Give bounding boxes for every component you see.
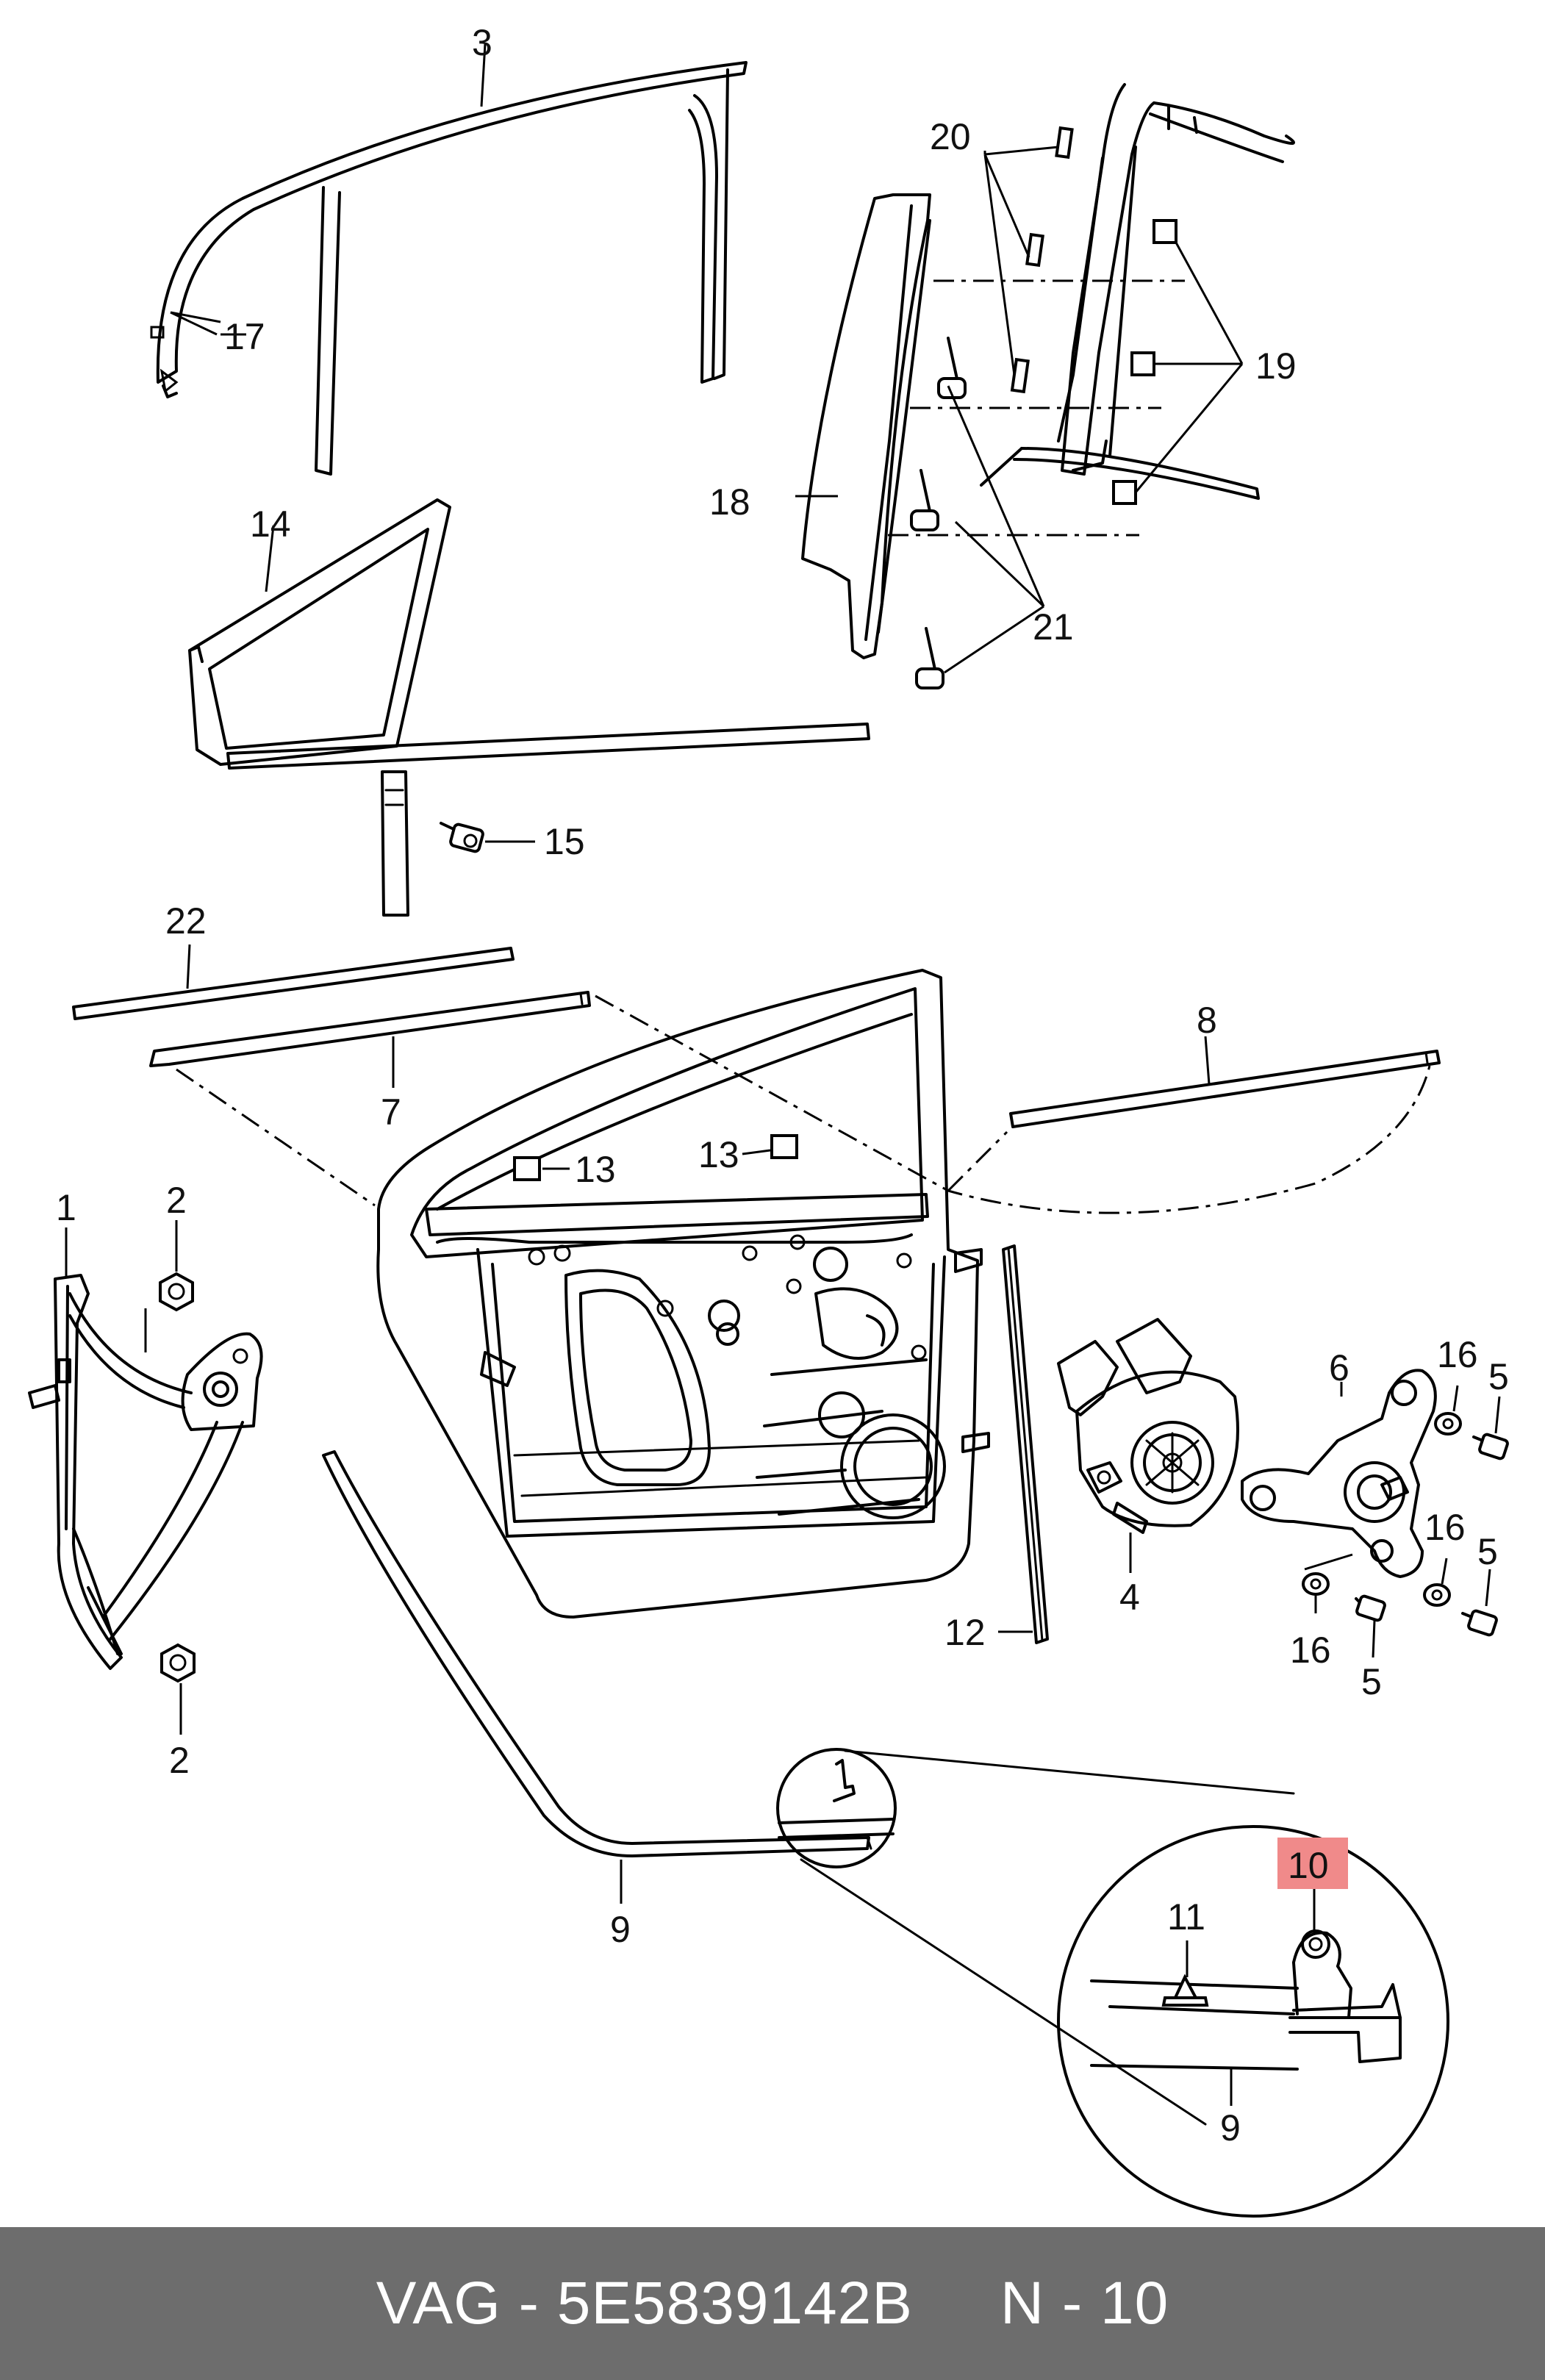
washers-part-16 xyxy=(1302,1412,1462,1607)
label-5-bottom: 5 xyxy=(1361,1661,1382,1702)
label-19: 19 xyxy=(1255,345,1297,387)
window-seal-part-8 xyxy=(1009,1050,1441,1128)
door-panel xyxy=(376,969,990,1619)
label-7: 7 xyxy=(381,1092,401,1133)
label-5-mid: 5 xyxy=(1477,1531,1498,1572)
bolts-part-5 xyxy=(1355,1433,1509,1637)
label-13-right: 13 xyxy=(698,1134,739,1175)
bracket-part-6 xyxy=(1241,1369,1437,1578)
label-16-mid: 16 xyxy=(1424,1507,1466,1548)
footer-part-info: VAG - 5E5839142B N - 10 xyxy=(376,2270,1169,2337)
sill-seal-part-9 xyxy=(322,1450,872,1857)
label-8: 8 xyxy=(1197,1000,1217,1041)
label-9-detail: 9 xyxy=(1220,2107,1241,2148)
callout-labels: 3 17 20 19 18 21 14 15 22 7 8 13 13 1 2 … xyxy=(56,22,1509,2148)
label-4: 4 xyxy=(1119,1577,1140,1618)
nut-part-2-top xyxy=(159,1272,194,1312)
alignment-lines-door xyxy=(176,994,1431,1214)
leader-lines-seals xyxy=(186,944,1211,1088)
label-21: 21 xyxy=(1033,606,1074,648)
pillar-trim-part-18 xyxy=(801,193,931,659)
label-14: 14 xyxy=(250,503,291,545)
label-16-bottom: 16 xyxy=(1290,1630,1331,1671)
alignment-lines-top-right xyxy=(888,279,1185,537)
highlight-box xyxy=(1277,1838,1348,1889)
footer-bar: VAG - 5E5839142B N - 10 xyxy=(0,2227,1545,2380)
label-20: 20 xyxy=(930,116,971,157)
label-3: 3 xyxy=(472,22,492,63)
window-regulator-part-1 xyxy=(28,1274,263,1670)
window-seal-part-22 xyxy=(72,947,515,1020)
label-10: 10 xyxy=(1288,1845,1329,1886)
clips-part-19 xyxy=(1112,219,1177,505)
pads-part-13 xyxy=(513,1134,798,1181)
nut-part-2-bottom xyxy=(160,1643,196,1683)
label-22: 22 xyxy=(165,900,207,942)
bolt-part-15 xyxy=(440,822,484,853)
leader-lines-detail xyxy=(1186,1889,1316,2106)
parts-diagram: 3 17 20 19 18 21 14 15 22 7 8 13 13 1 2 … xyxy=(28,22,1509,2218)
window-seal-part-7 xyxy=(149,991,591,1067)
detail-zoom xyxy=(776,1748,1449,2218)
leader-lines-top xyxy=(170,43,1244,843)
window-frame-seal-part-3 xyxy=(156,61,748,476)
label-2-bottom: 2 xyxy=(169,1740,190,1781)
label-11: 11 xyxy=(1167,1896,1205,1938)
label-12: 12 xyxy=(944,1612,986,1653)
label-6: 6 xyxy=(1329,1347,1349,1388)
clip-part-11 xyxy=(1161,1974,1209,2007)
label-2-top: 2 xyxy=(166,1180,187,1221)
body-pillar xyxy=(980,83,1295,500)
label-18: 18 xyxy=(709,481,750,523)
window-guide-rail xyxy=(226,723,870,917)
clip-part-10 xyxy=(1292,1929,1352,2019)
label-16-top: 16 xyxy=(1437,1334,1478,1375)
quarter-window-part-14 xyxy=(188,498,451,766)
label-9-main: 9 xyxy=(610,1909,631,1950)
clip-part-17 xyxy=(150,326,179,393)
screws-part-21 xyxy=(910,337,967,689)
label-5-top: 5 xyxy=(1488,1356,1509,1397)
leader-lines-13 xyxy=(542,1149,771,1170)
label-1: 1 xyxy=(56,1187,76,1228)
label-13-left: 13 xyxy=(575,1149,616,1190)
leader-lines-regulator xyxy=(65,1220,182,1735)
label-15: 15 xyxy=(544,821,585,862)
leader-lines-bracket xyxy=(1304,1382,1501,1658)
label-17: 17 xyxy=(224,316,265,357)
guide-strip-part-12 xyxy=(1002,1244,1049,1644)
pads-part-20 xyxy=(1010,126,1074,394)
window-motor-part-4 xyxy=(1057,1318,1239,1534)
